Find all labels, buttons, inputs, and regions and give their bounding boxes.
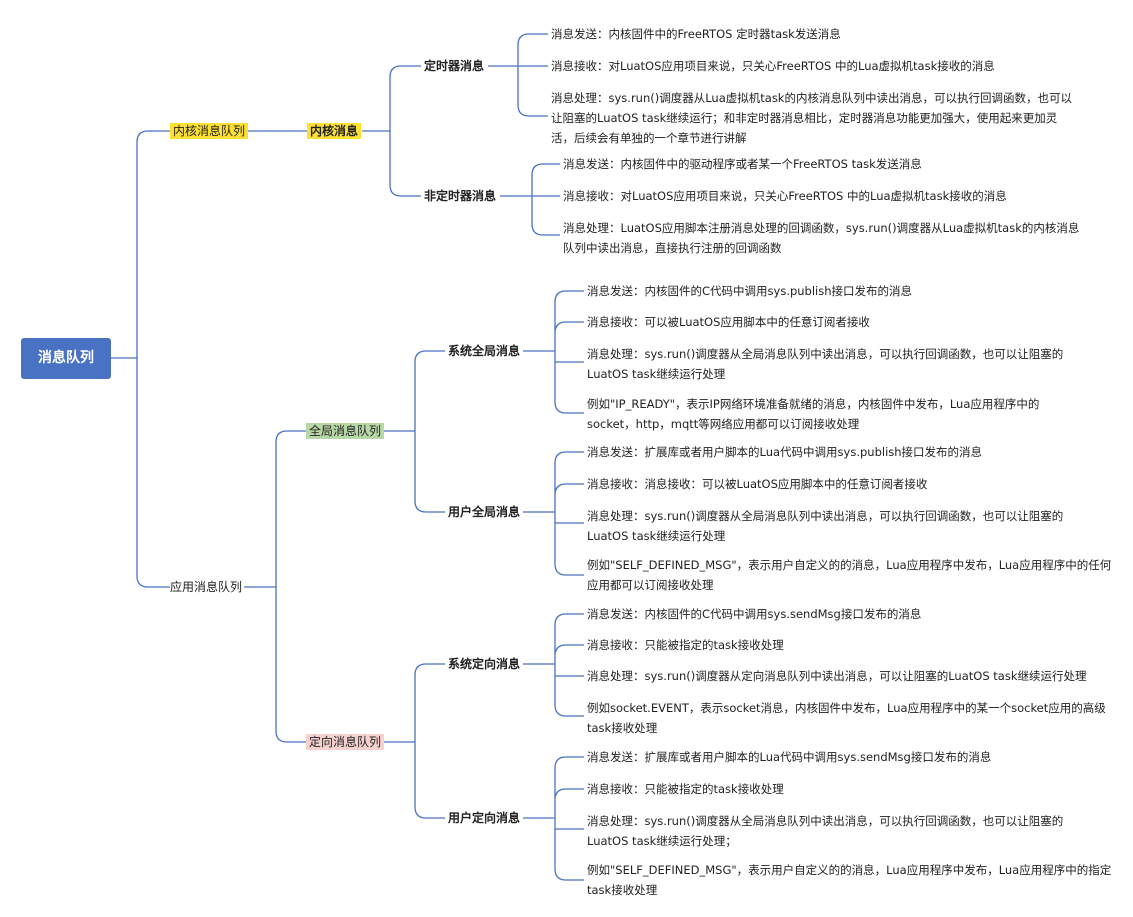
edge-directed-children: [384, 663, 445, 819]
sysglobal-proc: 消息处理：sys.run()调度器从全局消息队列中读出消息，可以执行回调函数，也…: [587, 347, 1064, 381]
edge-userdirected-leaves: [523, 756, 584, 881]
node-timer-msg[interactable]: 定时器消息: [424, 59, 485, 73]
userdirected-proc: 消息处理：sys.run()调度器从全局消息队列中读出消息，可以执行回调函数，也…: [587, 814, 1064, 848]
app-queue-label: 应用消息队列: [170, 580, 243, 594]
edge-root-app: [136, 358, 170, 588]
edge-nontimer-leaves: [500, 163, 560, 236]
edge-root-kernel: [111, 130, 170, 359]
global-queue-label: 全局消息队列: [306, 423, 385, 439]
directed-queue-label: 定向消息队列: [306, 734, 385, 750]
sysglobal-recv: 消息接收：可以被LuatOS应用脚本中的任意订阅者接收: [587, 315, 870, 329]
userglobal-recv: 消息接收：消息接收：可以被LuatOS应用脚本中的任意订阅者接收: [587, 477, 928, 491]
node-global-queue[interactable]: 全局消息队列: [306, 421, 385, 441]
timer-send: 消息发送：内核固件中的FreeRTOS 定时器task发送消息: [551, 27, 841, 41]
node-user-directed[interactable]: 用户定向消息: [448, 811, 521, 825]
node-kernel-queue[interactable]: 内核消息队列: [170, 121, 249, 141]
userdirected-send: 消息发送：扩展库或者用户脚本的Lua代码中调用sys.sendMsg接口发布的消…: [587, 750, 992, 764]
sysdirected-proc: 消息处理：sys.run()调度器从定向消息队列中读出消息，可以让阻塞的Luat…: [587, 669, 1087, 683]
userglobal-example: 例如"SELF_DEFINED_MSG"，表示用户自定义的的消息，Lua应用程序…: [587, 558, 1112, 592]
edge-sysdirected-leaves: [523, 613, 584, 717]
edge-timer-leaves: [488, 33, 548, 117]
timer-proc: 消息处理：sys.run()调度器从Lua虚拟机task的内核消息队列中读出消息…: [551, 91, 1072, 145]
userdirected-recv: 消息接收：只能被指定的task接收处理: [587, 782, 784, 796]
node-nontimer-msg[interactable]: 非定时器消息: [424, 189, 497, 203]
timer-recv: 消息接收：对LuatOS应用项目来说，只关心FreeRTOS 中的Lua虚拟机t…: [551, 59, 995, 73]
root-node[interactable]: 消息队列: [21, 338, 111, 379]
node-system-global[interactable]: 系统全局消息: [448, 344, 521, 358]
kernel-queue-label: 内核消息队列: [170, 123, 249, 139]
node-app-queue[interactable]: 应用消息队列: [170, 577, 242, 597]
node-kernel-msg[interactable]: 内核消息: [307, 121, 362, 141]
sysglobal-send: 消息发送：内核固件的C代码中调用sys.publish接口发布的消息: [587, 284, 913, 298]
sysdirected-recv: 消息接收：只能被指定的task接收处理: [587, 638, 784, 652]
sysglobal-example: 例如"IP_READY"，表示IP网络环境准备就绪的消息，内核固件中发布，Lua…: [587, 397, 1040, 431]
edge-kmsg-nontimer: [389, 131, 421, 197]
userglobal-send: 消息发送：扩展库或者用户脚本的Lua代码中调用sys.publish接口发布的消…: [587, 445, 983, 459]
nontimer-proc: 消息处理：LuatOS应用脚本注册消息处理的回调函数，sys.run()调度器从…: [563, 221, 1080, 255]
userglobal-proc: 消息处理：sys.run()调度器从全局消息队列中读出消息，可以执行回调函数，也…: [587, 509, 1064, 543]
kernel-msg-label: 内核消息: [307, 123, 362, 139]
sysdirected-send: 消息发送：内核固件的C代码中调用sys.sendMsg接口发布的消息: [587, 607, 922, 621]
nontimer-send: 消息发送：内核固件中的驱动程序或者某一个FreeRTOS task发送消息: [563, 157, 922, 171]
edge-sysglobal-leaves: [523, 290, 584, 414]
userdirected-example: 例如"SELF_DEFINED_MSG"，表示用户自定义的的消息，Lua应用程序…: [587, 863, 1112, 897]
edge-kmsg-timer: [362, 65, 421, 132]
edge-app-global: [244, 430, 306, 588]
edge-userglobal-leaves: [523, 451, 584, 576]
node-system-directed[interactable]: 系统定向消息: [448, 657, 521, 671]
node-directed-queue[interactable]: 定向消息队列: [306, 732, 385, 752]
node-user-global[interactable]: 用户全局消息: [448, 505, 521, 519]
edge-global-children: [384, 350, 445, 513]
sysdirected-example: 例如socket.EVENT，表示socket消息，内核固件中发布，Lua应用程…: [587, 701, 1106, 735]
nontimer-recv: 消息接收：对LuatOS应用项目来说，只关心FreeRTOS 中的Lua虚拟机t…: [563, 189, 1007, 203]
edge-app-directed: [275, 587, 306, 743]
